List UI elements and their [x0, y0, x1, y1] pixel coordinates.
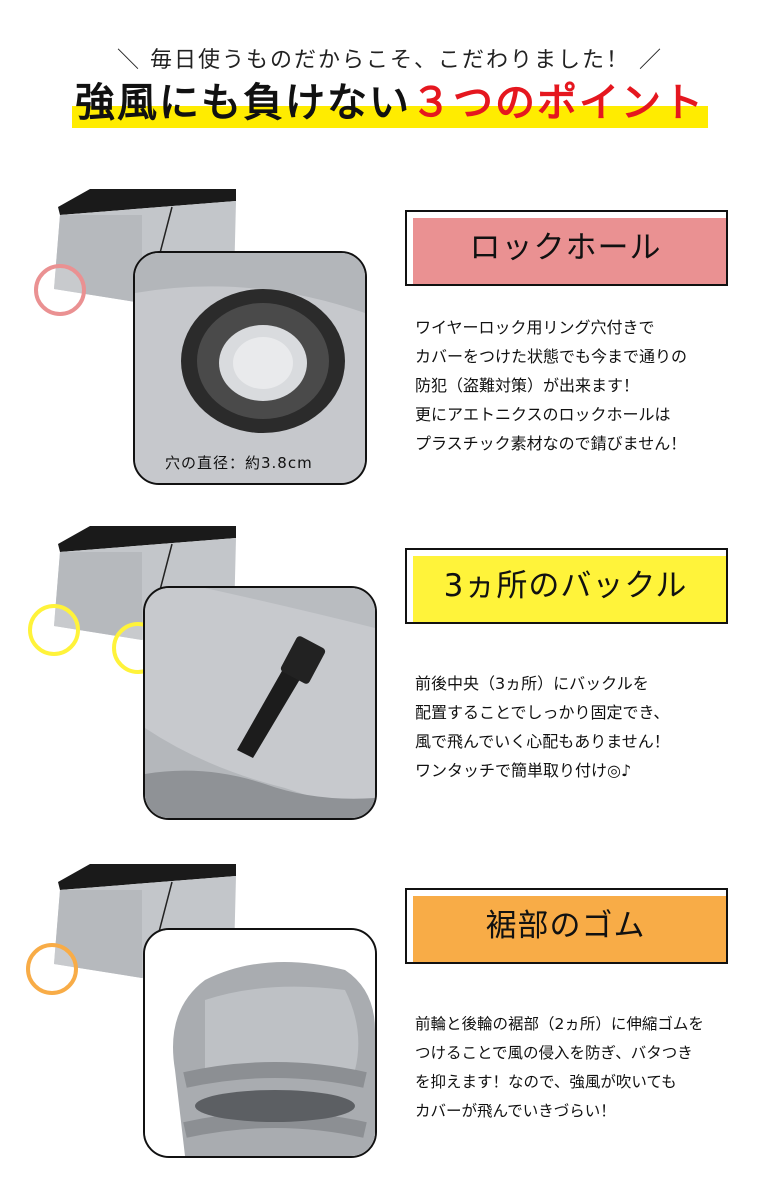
- heading-elastic-hem-text: 裾部のゴム: [485, 908, 646, 944]
- buckle-detail-image: [143, 586, 377, 820]
- buckle-illustration: [145, 588, 375, 818]
- highlight-circle-front: [28, 604, 80, 656]
- heading-lock-hole-text: ロックホール: [469, 230, 662, 266]
- buckles-description: 前後中央（3ヵ所）にバックルを 配置することでしっかり固定でき、 風で飛んでいく…: [415, 674, 670, 780]
- heading-elastic-hem: 裾部のゴム: [405, 888, 728, 964]
- heading-buckles: 3ヵ所のバックル: [405, 548, 728, 624]
- highlight-circle-lock: [34, 264, 86, 316]
- lock-hole-detail-image: 穴の直径：約3.8cm: [133, 251, 367, 485]
- lock-ring-illustration: [135, 253, 365, 483]
- elastic-hem-illustration: [145, 930, 375, 1156]
- highlight-circle-front-hem: [26, 943, 78, 995]
- lock-hole-description: ワイヤーロック用リング穴付きで カバーをつけた状態でも今まで通りの 防犯（盗難対…: [415, 318, 688, 453]
- header-title: 強風にも負けない３つのポイント: [72, 78, 708, 130]
- elastic-hem-description: 前輪と後輪の裾部（2ヵ所）に伸縮ゴムを つけることで風の侵入を防ぎ、バタつき を…: [415, 1015, 704, 1120]
- title-accent: ３つのポイント: [411, 80, 705, 126]
- header-subtitle: ＼ 毎日使うものだからこそ、こだわりました！ ／: [117, 48, 663, 73]
- lock-hole-caption: 穴の直径：約3.8cm: [165, 454, 313, 472]
- heading-buckles-text: 3ヵ所のバックル: [443, 568, 688, 604]
- heading-lock-hole: ロックホール: [405, 210, 728, 286]
- title-highlight: [72, 106, 708, 128]
- title-main: 強風にも負けない: [75, 80, 411, 126]
- elastic-detail-image: [143, 928, 377, 1158]
